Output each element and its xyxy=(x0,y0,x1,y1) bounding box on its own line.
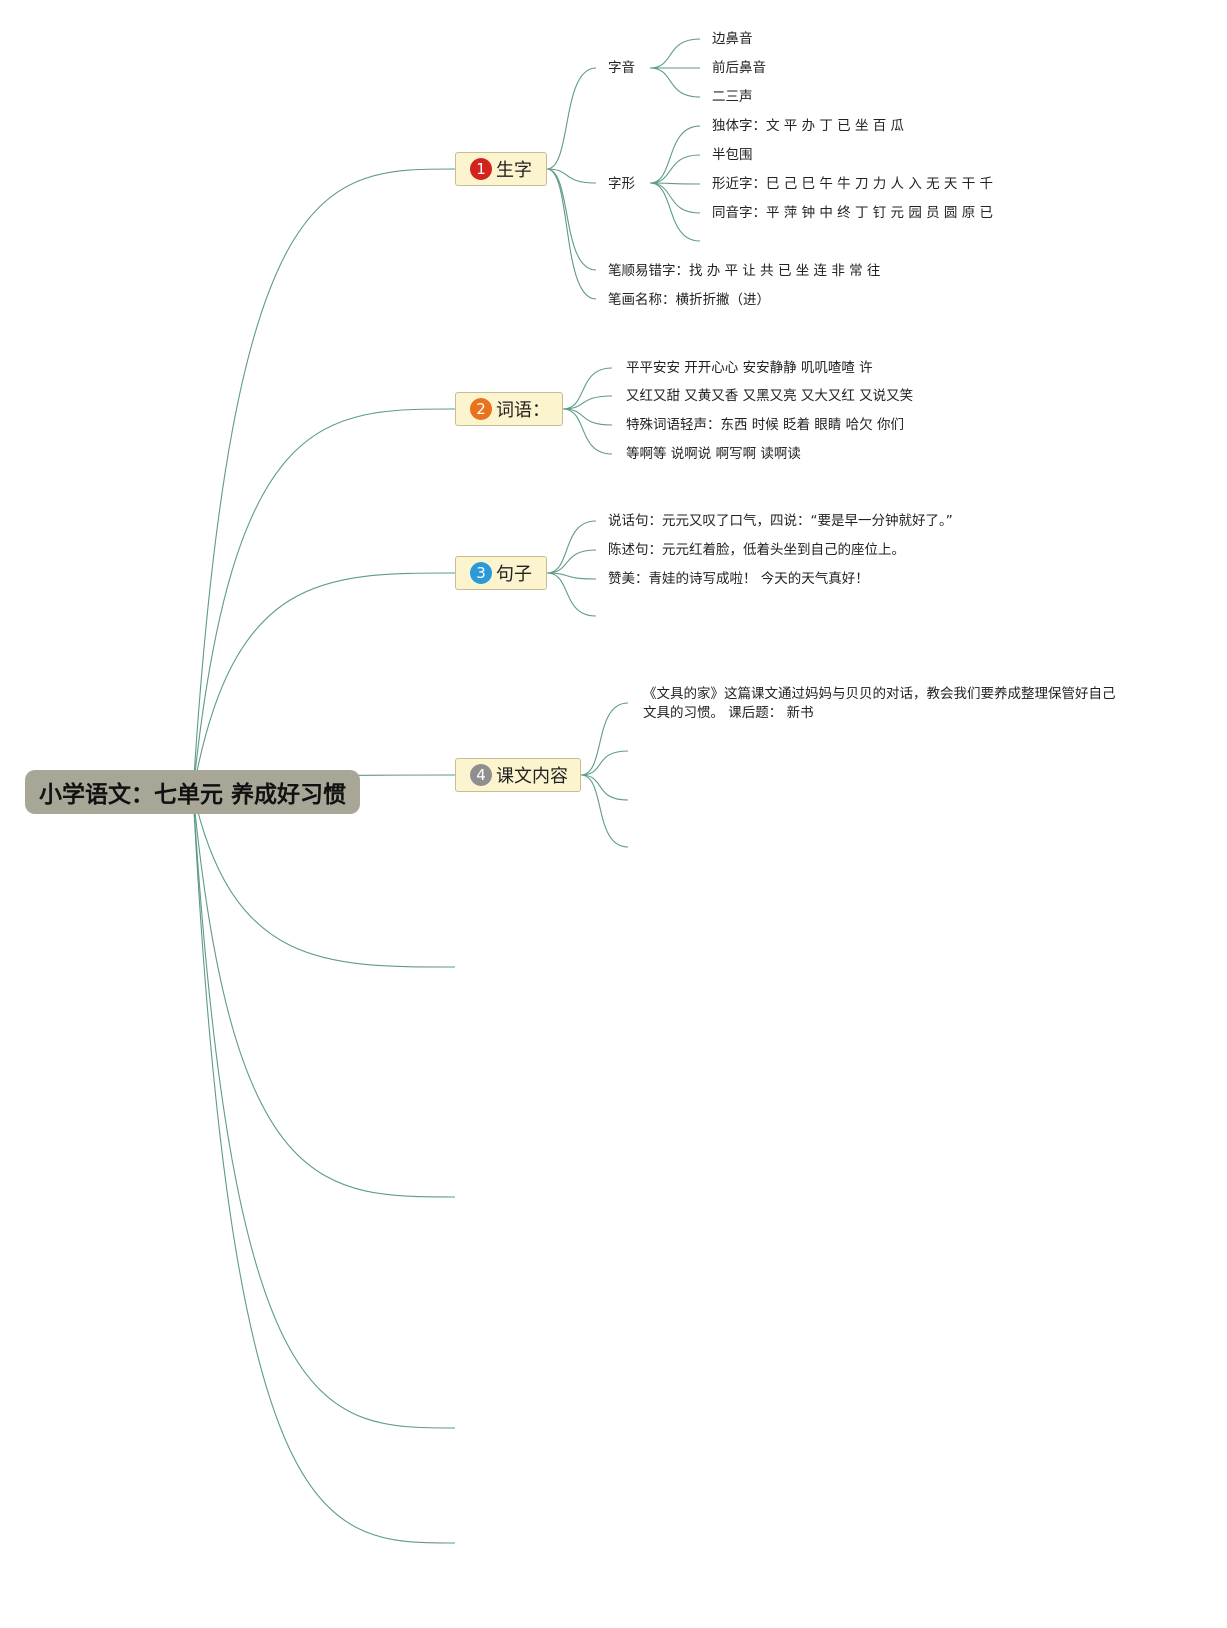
branch-label: 课文内容 xyxy=(496,766,568,787)
topic-zixing-item[interactable]: 独体字：文 平 办 丁 已 坐 百 瓜 xyxy=(712,118,905,134)
kewen-connector xyxy=(580,750,629,776)
number-badge-2: 2 xyxy=(470,398,492,420)
juzi-connector xyxy=(546,520,597,574)
ciyu-connector xyxy=(562,395,613,410)
topic-zixing[interactable]: 字形 xyxy=(608,176,635,192)
shengzi-connector xyxy=(546,168,597,184)
branch-label: 词语： xyxy=(496,400,550,421)
topic-ciyu-item[interactable]: 又红又甜 又黄又香 又黑又亮 又大又红 又说又笑 xyxy=(626,388,914,404)
topic-ziyin-item[interactable]: 边鼻音 xyxy=(712,31,753,47)
kewen-connector xyxy=(580,702,629,776)
topic-ziyin[interactable]: 字音 xyxy=(608,60,635,76)
root-connector xyxy=(192,791,456,968)
topic-zixing-item[interactable]: 半包围 xyxy=(712,147,753,163)
topic-ciyu-item[interactable]: 等啊等 说啊说 啊写啊 读啊读 xyxy=(626,446,801,462)
ciyu-connector xyxy=(562,408,613,455)
topic-bihua[interactable]: 笔画名称：横折折撇（进） xyxy=(608,292,770,308)
number-badge-4: 4 xyxy=(470,764,492,786)
topic-ciyu-item[interactable]: 平平安安 开开心心 安安静静 叽叽喳喳 许 xyxy=(626,360,873,376)
root-connector xyxy=(192,791,456,1429)
ciyu-connector xyxy=(562,367,613,410)
topic-juzi-item[interactable]: 陈述句：元元红着脸，低着头坐到自己的座位上。 xyxy=(608,542,905,558)
topic-ziyin-item[interactable]: 前后鼻音 xyxy=(712,60,766,76)
topic-ciyu-item[interactable]: 特殊词语轻声：东西 时候 眨着 眼睛 哈欠 你们 xyxy=(626,417,904,433)
zixing-connector xyxy=(649,182,701,242)
branch-ciyu[interactable]: 2 词语： xyxy=(455,392,563,426)
branch-shengzi[interactable]: 1 生字 xyxy=(455,152,547,186)
root-connector xyxy=(192,168,456,793)
shengzi-connector xyxy=(546,168,597,300)
juzi-connector xyxy=(546,572,597,617)
zixing-connector xyxy=(649,154,701,184)
topic-juzi-item[interactable]: 说话句：元元又叹了口气，四说：“要是早一分钟就好了。” xyxy=(608,513,953,529)
branch-kewen[interactable]: 4 课文内容 xyxy=(455,758,581,792)
root-connector xyxy=(192,408,456,793)
juzi-connector xyxy=(546,549,597,574)
topic-bishun[interactable]: 笔顺易错字：找 办 平 让 共 已 坐 连 非 常 往 xyxy=(608,263,881,279)
juzi-connector xyxy=(546,572,597,580)
ziyin-connector xyxy=(649,67,701,98)
ciyu-connector xyxy=(562,408,613,426)
topic-zixing-item[interactable]: 同音字：平 萍 钟 中 终 丁 钉 元 园 员 圆 原 已 xyxy=(712,205,993,221)
branch-juzi[interactable]: 3 句子 xyxy=(455,556,547,590)
ziyin-connector xyxy=(649,38,701,69)
branch-label: 生字 xyxy=(496,160,532,181)
zixing-connector xyxy=(649,182,701,185)
kewen-connector xyxy=(580,774,629,801)
number-badge-1: 1 xyxy=(470,158,492,180)
topic-juzi-item[interactable]: 赞美：青娃的诗写成啦！ 今天的天气真好！ xyxy=(608,571,869,587)
root-connector xyxy=(192,791,456,1198)
topic-ziyin-item[interactable]: 二三声 xyxy=(712,89,753,105)
branch-label: 句子 xyxy=(496,564,532,585)
root-connector xyxy=(192,572,456,793)
kewen-connector xyxy=(580,774,629,848)
number-badge-3: 3 xyxy=(470,562,492,584)
root-topic[interactable]: 小学语文：七单元 养成好习惯 xyxy=(25,770,360,814)
shengzi-connector xyxy=(546,67,597,170)
zixing-connector xyxy=(649,182,701,214)
topic-kewen-text[interactable]: 《文具的家》这篇课文通过妈妈与贝贝的对话，教会我们要养成整理保管好自己文具的习惯… xyxy=(643,686,1116,721)
zixing-connector xyxy=(649,125,701,184)
root-connector xyxy=(192,791,456,1544)
topic-zixing-item[interactable]: 形近字：巳 己 巳 午 牛 刀 力 人 入 无 天 干 千 xyxy=(712,176,993,192)
